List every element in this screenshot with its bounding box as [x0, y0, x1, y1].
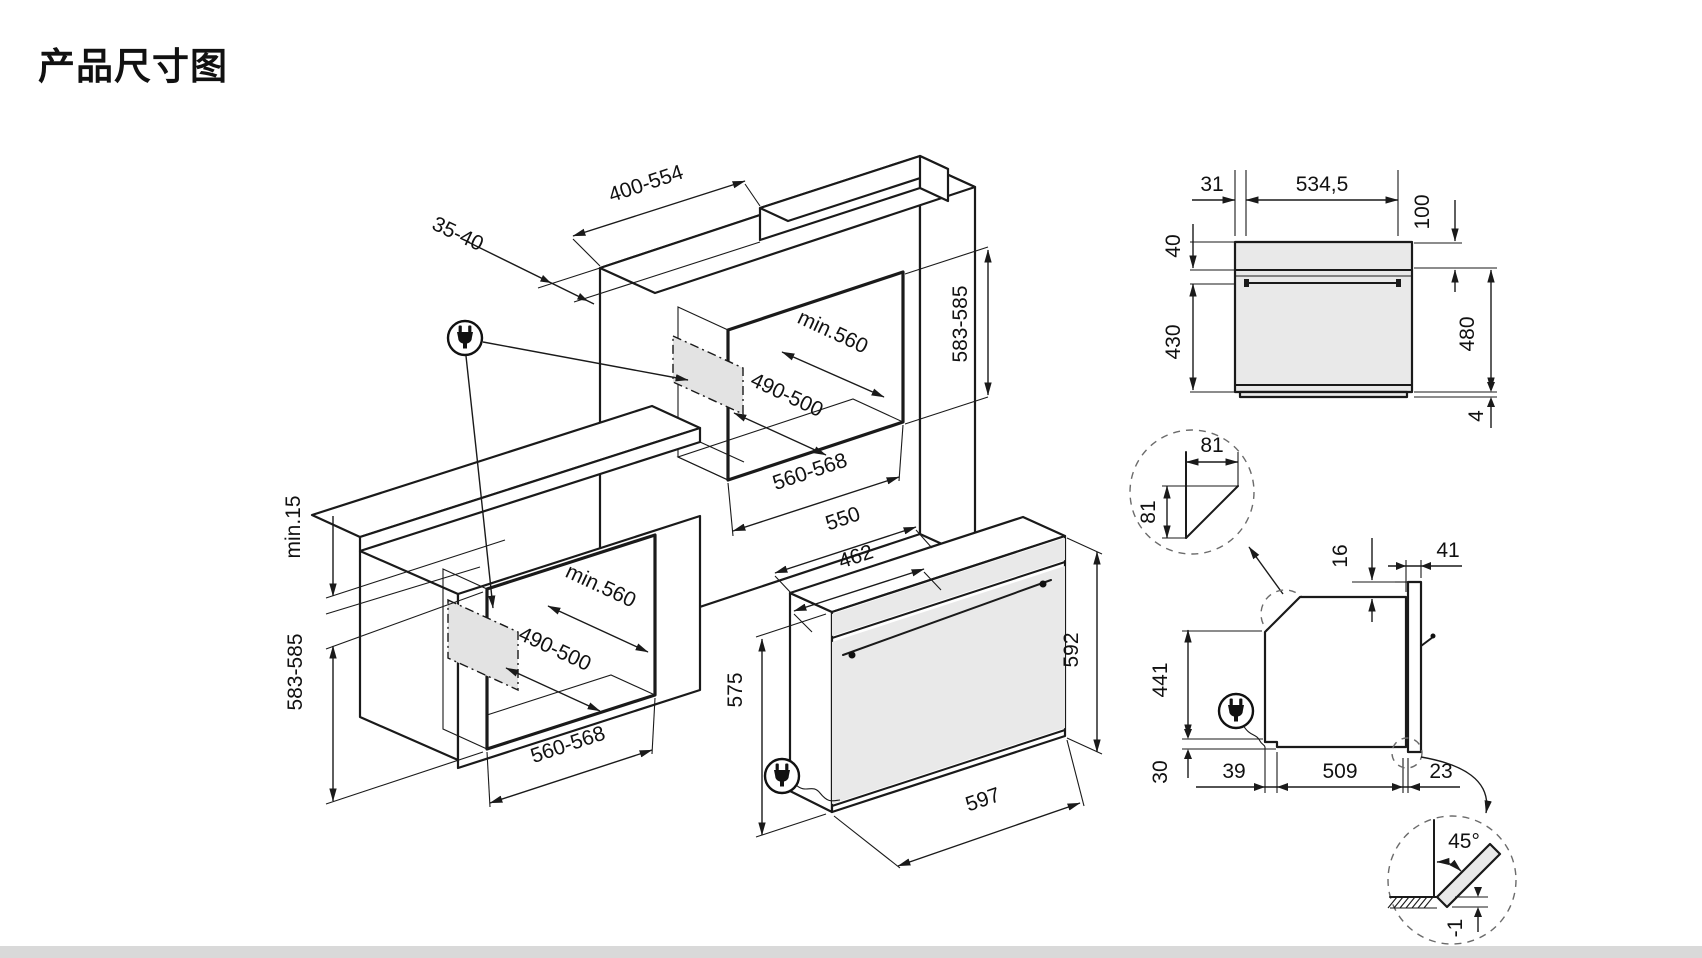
dim-front-left-offset: 31 [1200, 173, 1223, 196]
dim-front-panel-height: 40 [1162, 234, 1185, 257]
oven-side-view: 16 41 441 30 39 509 23 [1149, 538, 1492, 814]
dim-base-top-gap: min.15 [282, 495, 305, 558]
dim-side-rear-inset: 39 [1222, 760, 1245, 783]
dim-tall-top-width: 400-554 [606, 161, 687, 207]
dim-front-panel-width: 534,5 [1296, 173, 1349, 196]
dim-tall-niche-height: 583-585 [949, 285, 972, 362]
door-angle-detail: 45° -1 [1387, 815, 1517, 945]
dim-tall-trim-depth: 35-40 [429, 212, 487, 256]
bottom-scrollbar[interactable] [0, 946, 1702, 958]
oven-front-view: 31 534,5 40 430 100 480 4 [1162, 170, 1497, 428]
base-cabinet-drawing: min.560 490-500 560-568 min.15 583-585 [282, 404, 745, 808]
mains-connection-callout [446, 319, 689, 609]
dim-chamfer-height: 81 [1137, 500, 1160, 523]
dim-front-bottom-lip: 4 [1465, 410, 1488, 422]
dim-oven-front-width: 597 [963, 783, 1004, 816]
dim-front-side-height: 480 [1456, 316, 1479, 351]
dim-door-clearance: -1 [1444, 919, 1467, 938]
page-title: 产品尺寸图 [38, 46, 228, 87]
dim-side-front-inset: 23 [1429, 760, 1452, 783]
corner-detail: 81 81 [1129, 429, 1310, 639]
dim-side-top-step: 16 [1329, 544, 1352, 567]
dim-oven-front-height: 592 [1060, 632, 1083, 667]
dim-side-door-thickness: 41 [1436, 539, 1459, 562]
floor-hatching [1387, 896, 1434, 909]
dim-front-top-offset: 100 [1411, 194, 1434, 229]
dim-door-open-angle: 45° [1448, 830, 1480, 853]
dim-chamfer-width: 81 [1200, 434, 1223, 457]
dim-side-rear-height: 441 [1149, 662, 1172, 697]
dim-side-body-depth: 509 [1322, 760, 1357, 783]
dim-base-niche-height: 583-585 [284, 633, 307, 710]
dim-front-door-height: 430 [1162, 324, 1185, 359]
dim-oven-side-height: 575 [724, 672, 747, 707]
oven-isometric-drawing: 550 462 575 592 597 [724, 502, 1103, 869]
dim-side-bottom-step: 30 [1149, 760, 1172, 783]
